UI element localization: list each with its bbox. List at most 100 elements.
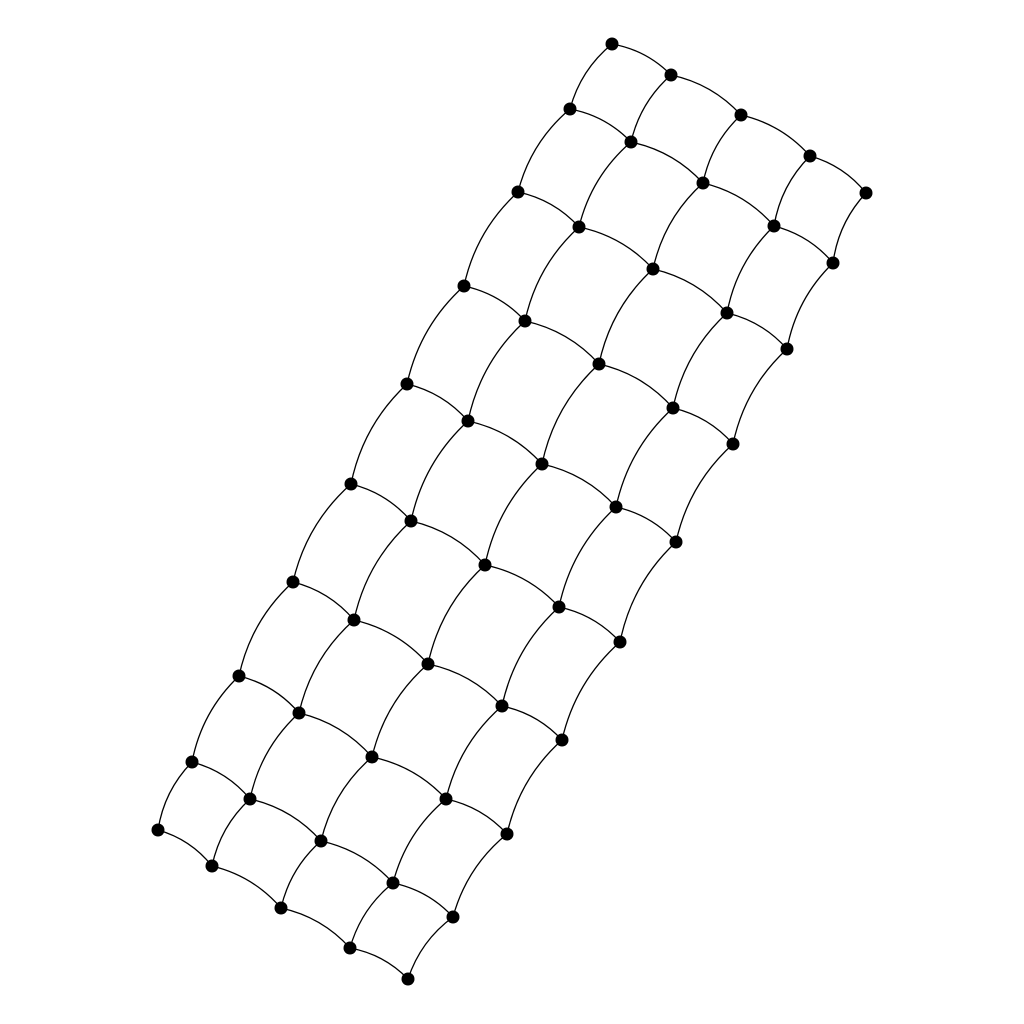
graph-edge-horizontal xyxy=(157,829,213,867)
graph-node xyxy=(572,220,586,234)
graph-node xyxy=(803,149,817,163)
graph-edge-horizontal xyxy=(445,798,508,835)
graph-node xyxy=(664,68,678,82)
graph-node xyxy=(518,314,532,328)
graph-edge-vertical xyxy=(524,226,580,322)
graph-node xyxy=(457,279,471,293)
graph-edge-horizontal xyxy=(541,463,617,508)
graph-edge-vertical xyxy=(561,641,621,741)
graph-edge-vertical xyxy=(427,564,486,665)
graph-node xyxy=(446,910,460,924)
node-layer xyxy=(151,37,873,986)
graph-edge-horizontal xyxy=(467,420,543,465)
graph-edge-horizontal xyxy=(558,606,621,643)
graph-edge-horizontal xyxy=(410,520,486,566)
graph-edge-vertical xyxy=(280,840,322,909)
graph-node xyxy=(344,477,358,491)
graph-node xyxy=(726,437,740,451)
graph-edge-vertical xyxy=(732,348,788,445)
graph-edge-vertical xyxy=(292,483,352,583)
graph-edge-vertical xyxy=(773,155,811,227)
graph-node xyxy=(243,792,257,806)
graph-node xyxy=(400,377,414,391)
graph-edge-vertical xyxy=(407,916,454,980)
graph-edge-vertical xyxy=(320,756,373,842)
graph-edge-horizontal xyxy=(702,182,775,227)
graph-edge-vertical xyxy=(726,225,775,314)
graph-node xyxy=(609,500,623,514)
graph-node xyxy=(696,176,710,190)
graph-node xyxy=(826,256,840,270)
graph-edge-vertical xyxy=(569,43,613,110)
graph-edge-vertical xyxy=(191,675,240,763)
graph-edge-horizontal xyxy=(501,705,563,741)
graph-node xyxy=(401,972,415,986)
graph-edge-horizontal xyxy=(371,756,447,800)
graph-edge-vertical xyxy=(467,320,526,422)
graph-node xyxy=(314,834,328,848)
graph-node xyxy=(859,186,873,200)
graph-node xyxy=(511,185,525,199)
graph-node xyxy=(495,699,509,713)
graph-node xyxy=(669,535,683,549)
graph-node xyxy=(563,102,577,116)
graph-edge-horizontal xyxy=(517,191,580,228)
graph-edge-horizontal xyxy=(484,564,560,608)
graph-edge-horizontal xyxy=(611,43,672,76)
graph-node xyxy=(535,457,549,471)
graph-node xyxy=(478,558,492,572)
graph-edge-vertical xyxy=(630,74,672,143)
graph-edge-vertical xyxy=(786,262,834,350)
graph-edge-horizontal xyxy=(349,947,409,980)
graph-node xyxy=(404,514,418,528)
graph-node xyxy=(605,37,619,51)
graph-node xyxy=(734,108,748,122)
graph-node xyxy=(205,859,219,873)
graph-edge-vertical xyxy=(578,141,632,228)
graph-edge-horizontal xyxy=(740,114,811,157)
graph-edge-vertical xyxy=(238,581,294,677)
graph-node xyxy=(780,342,794,356)
edge-layer xyxy=(157,43,867,980)
graph-edge-vertical xyxy=(506,739,563,835)
graph-node xyxy=(439,792,453,806)
graph-edge-vertical xyxy=(675,443,734,543)
graph-edge-horizontal xyxy=(598,363,674,409)
graph-edge-vertical xyxy=(652,182,704,270)
graph-edge-vertical xyxy=(484,463,543,566)
graph-edge-horizontal xyxy=(726,312,788,350)
graph-edge-horizontal xyxy=(463,285,526,322)
graph-edge-horizontal xyxy=(406,383,469,422)
graph-edge-horizontal xyxy=(249,798,322,842)
graph-edge-horizontal xyxy=(427,663,503,707)
graph-edge-horizontal xyxy=(191,761,251,800)
graph-edge-vertical xyxy=(350,383,408,485)
graph-edge-vertical xyxy=(157,761,193,831)
graph-edge-horizontal xyxy=(670,74,742,116)
graph-node xyxy=(292,706,306,720)
graph-edge-horizontal xyxy=(652,268,728,314)
graph-node xyxy=(232,669,246,683)
graph-edge-horizontal xyxy=(809,155,867,194)
graph-edge-vertical xyxy=(517,108,571,193)
graph-edge-vertical xyxy=(672,312,728,409)
graph-edge-vertical xyxy=(832,192,867,264)
graph-node xyxy=(592,357,606,371)
graph-node xyxy=(720,306,734,320)
graph-node xyxy=(386,876,400,890)
graph-edge-vertical xyxy=(598,268,654,365)
graph-edge-vertical xyxy=(249,712,300,800)
graph-edge-horizontal xyxy=(524,320,600,365)
graph-edge-vertical xyxy=(541,363,600,465)
graph-edge-vertical xyxy=(298,619,355,714)
graph-node xyxy=(767,219,781,233)
graph-edge-horizontal xyxy=(630,141,704,184)
graph-node xyxy=(646,262,660,276)
graph-edge-horizontal xyxy=(773,225,834,264)
graph-edge-vertical xyxy=(463,191,519,287)
graph-node xyxy=(552,600,566,614)
graph-edge-vertical xyxy=(406,285,465,385)
graph-edge-vertical xyxy=(619,541,677,643)
graph-edge-horizontal xyxy=(392,882,454,918)
graph-node xyxy=(624,135,638,149)
